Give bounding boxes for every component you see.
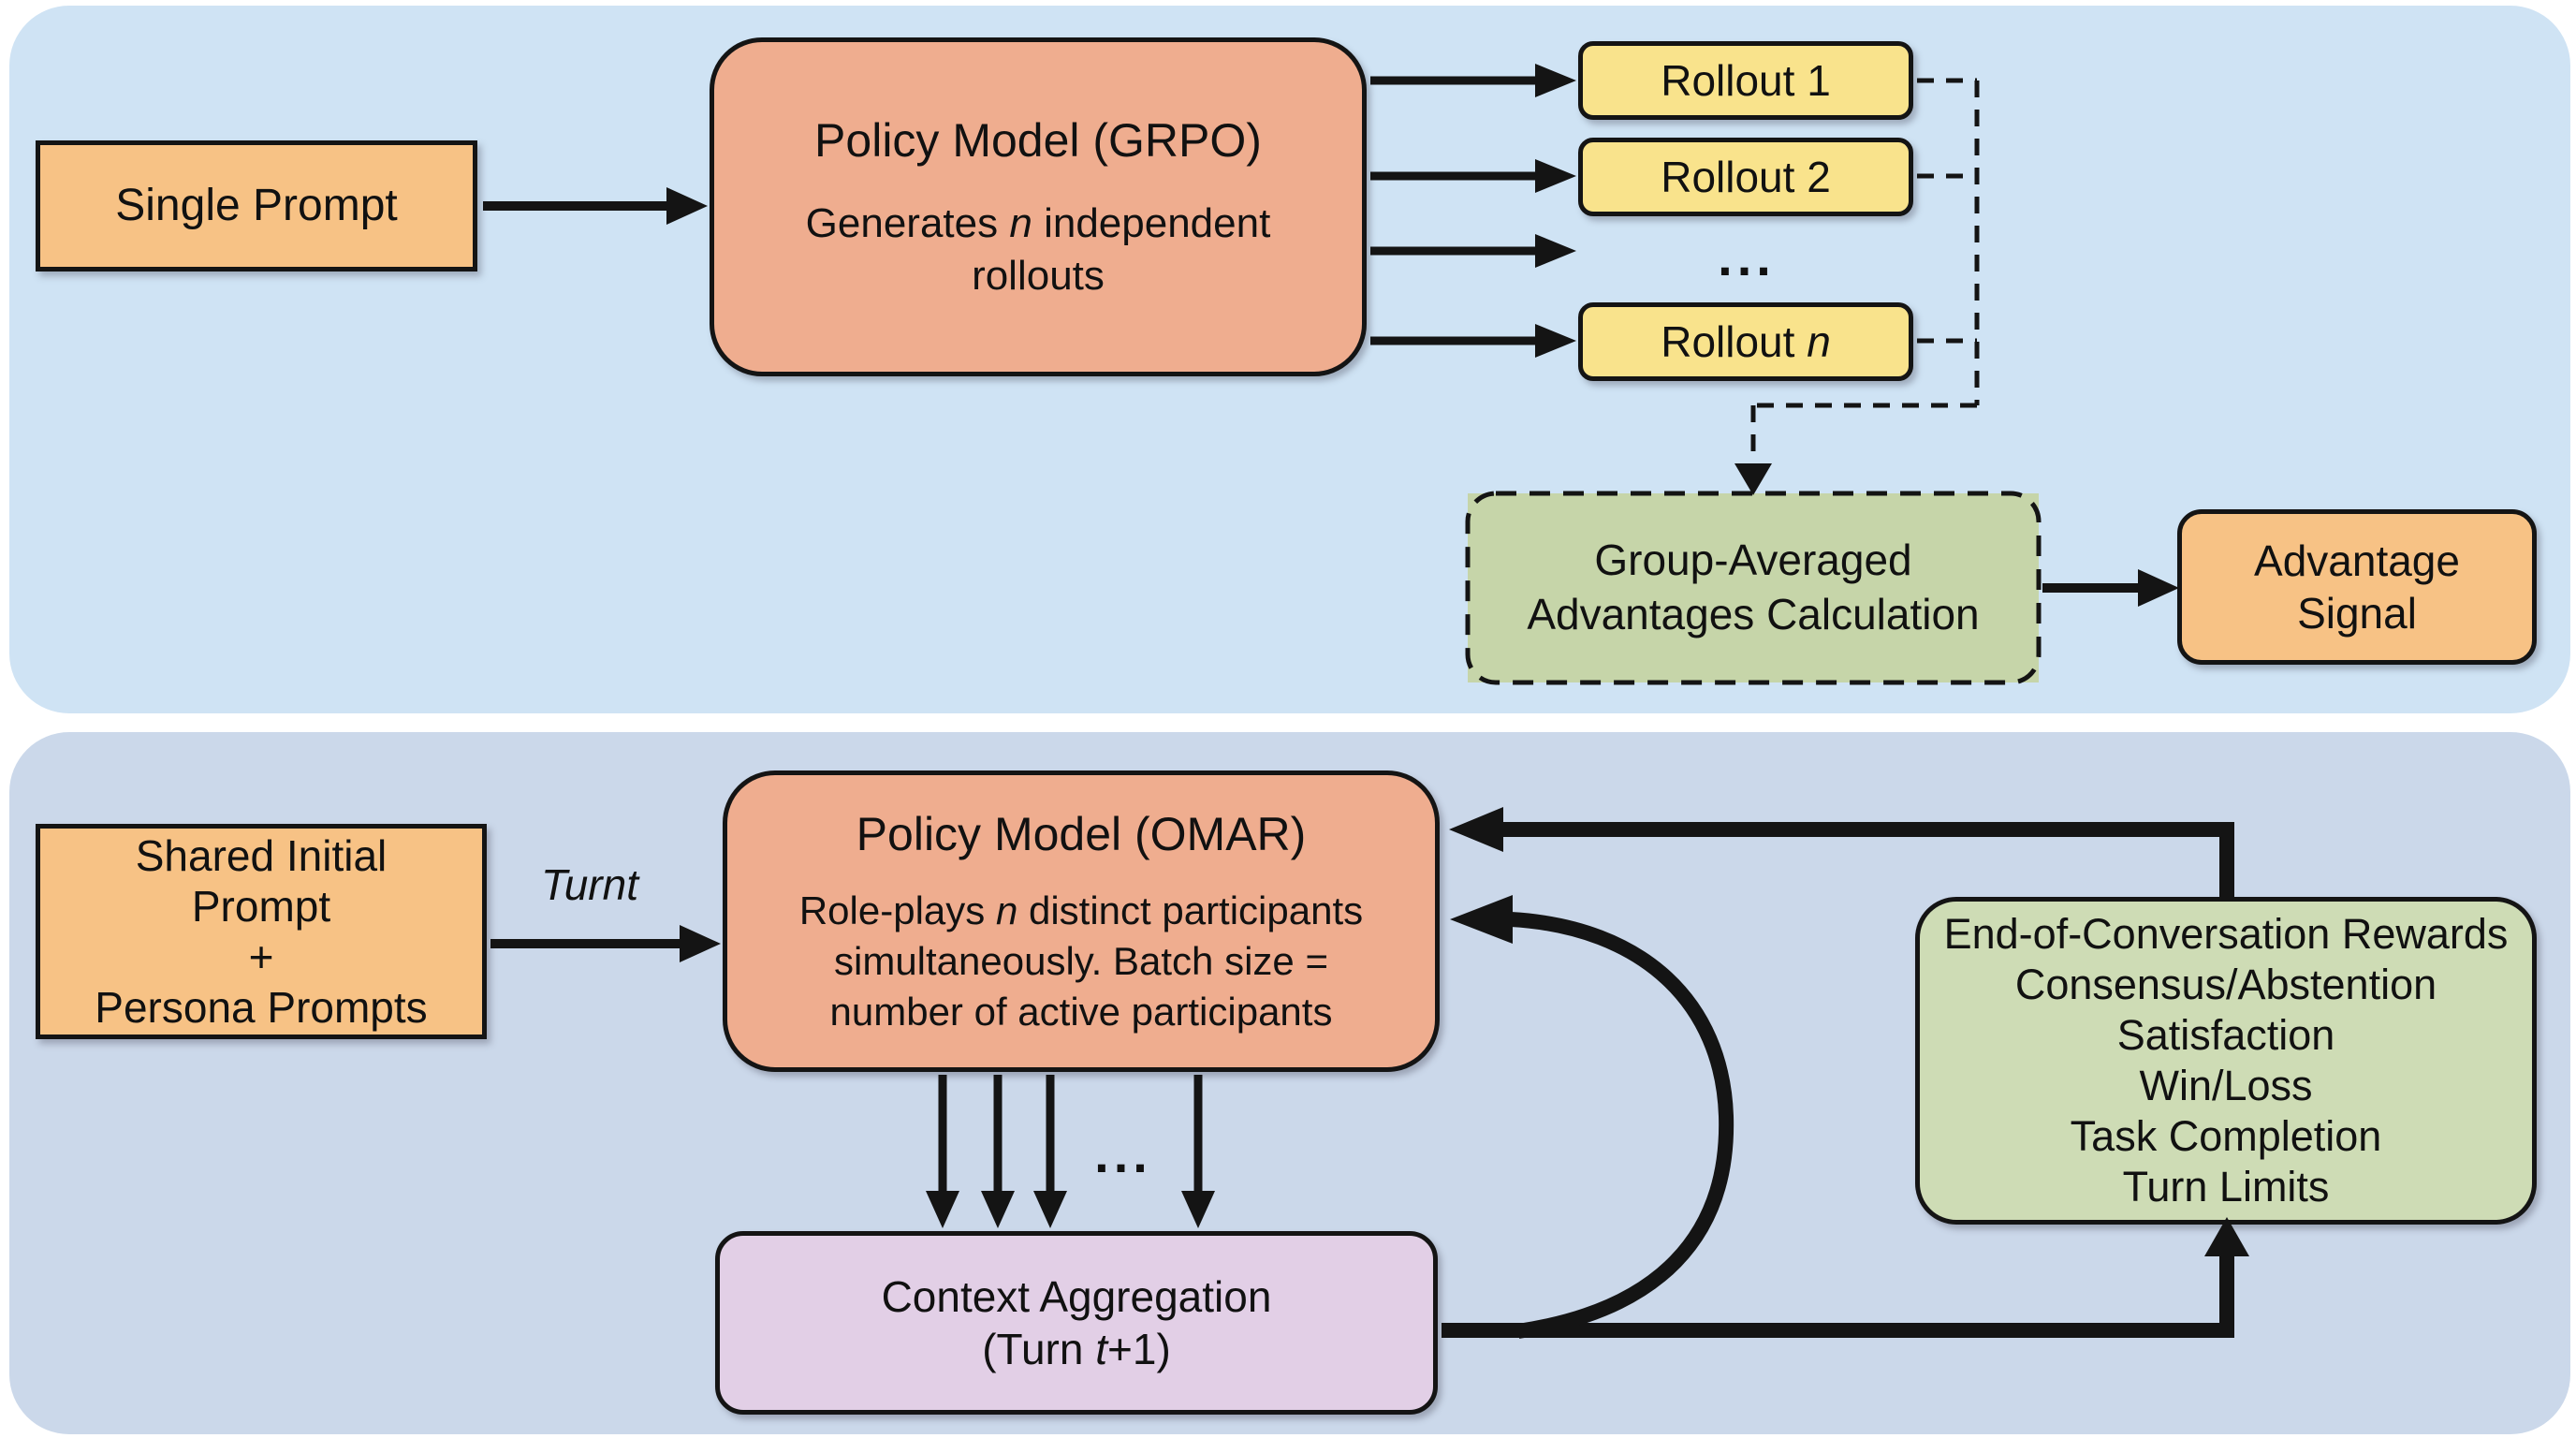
omar-body-line1: Role-plays n distinct participants [798,888,1364,932]
context-line1: Context Aggregation [881,1272,1272,1321]
rewards-line4: Win/Loss [2139,1062,2313,1109]
rollout-ellipsis: ... [1718,227,1776,286]
shared-line2: Prompt [191,882,331,931]
policy-model-grpo-box: Policy Model (GRPO) Generates n independ… [710,37,1367,376]
participants-ellipsis: ... [1094,1123,1152,1183]
context-aggregation-box: Context Aggregation (Turn t+1) [715,1231,1438,1415]
shared-line1: Shared Initial [135,831,388,880]
policy-model-omar-box: Policy Model (OMAR) Role-plays n distinc… [723,770,1440,1072]
shared-initial-prompt-box: Shared Initial Prompt + Persona Prompts [36,824,487,1039]
grpo-body-line2: rollouts [972,252,1105,299]
single-prompt-label: Single Prompt [115,180,398,230]
end-of-conversation-rewards-box: End-of-Conversation Rewards Consensus/Ab… [1915,897,2537,1225]
grpo-body: Generates n independent rollouts [806,198,1271,302]
group-averaged-line2: Advantages Calculation [1527,590,1980,638]
rollout-1-box: Rollout 1 [1578,41,1913,120]
single-prompt-box: Single Prompt [36,140,477,271]
rewards-line6: Turn Limits [2122,1163,2330,1211]
grpo-title: Policy Model (GRPO) [814,113,1262,167]
rollout-n-box: Rollout n [1578,302,1913,381]
rewards-line5: Task Completion [2070,1112,2382,1160]
shared-line3: + [248,932,274,981]
advantage-signal-line2: Signal [2297,589,2417,638]
rollout-2-box: Rollout 2 [1578,138,1913,216]
rollout-2-label: Rollout 2 [1661,152,1831,201]
rewards-line3: Satisfaction [2116,1011,2335,1059]
omar-title: Policy Model (OMAR) [856,807,1307,860]
context-line2: (Turn t+1) [982,1325,1171,1373]
omar-body: Role-plays n distinct participants simul… [799,886,1363,1037]
rollout-1-label: Rollout 1 [1661,55,1831,105]
omar-body-line3: number of active participants [829,989,1333,1034]
rollout-n-label: Rollout n [1661,316,1831,366]
rewards-line2: Consensus/Abstention [2014,961,2437,1008]
omar-body-line2: simultaneously. Batch size = [834,938,1328,983]
group-averaged-advantages-box: Group-Averaged Advantages Calculation [1468,493,2039,682]
advantage-signal-box: Advantage Signal [2177,509,2537,665]
grpo-body-line1: Generates n independent [805,199,1271,246]
shared-line4: Persona Prompts [95,983,428,1032]
group-averaged-line1: Group-Averaged [1594,536,1912,585]
rewards-line1: End-of-Conversation Rewards [1943,910,2509,958]
turn-t-label: Turn t [541,860,638,909]
advantage-signal-line1: Advantage [2254,536,2460,585]
